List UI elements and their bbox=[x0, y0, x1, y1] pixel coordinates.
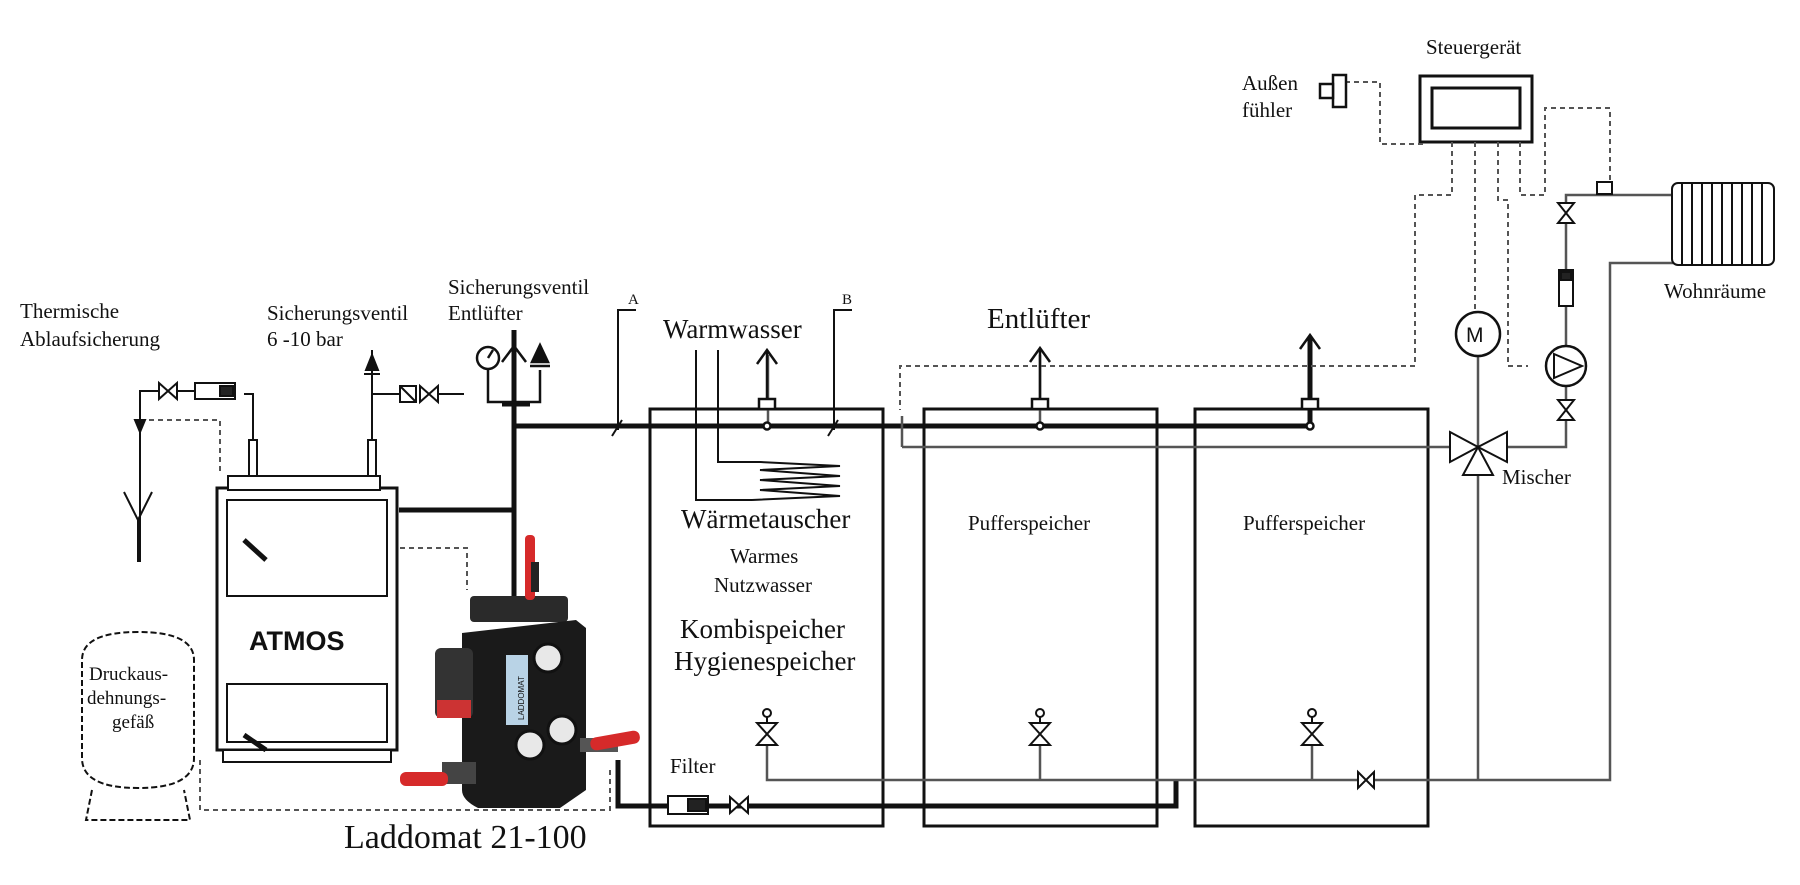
heating-loop-valves bbox=[1555, 181, 1613, 421]
tank-drain-valves bbox=[754, 708, 1375, 791]
drain-funnel-icon bbox=[123, 491, 153, 562]
main-pipes bbox=[399, 330, 1313, 809]
label-entluefter: Entlüfter bbox=[987, 303, 1090, 335]
pump-icon bbox=[1544, 344, 1588, 388]
label-warmes-2: Nutzwasser bbox=[714, 573, 812, 597]
drain-valve-icon bbox=[754, 708, 780, 746]
controller bbox=[1418, 74, 1534, 144]
laddomat-unit: LADDOMAT bbox=[400, 535, 640, 808]
diagram-labels: Thermische Ablaufsicherung Sicherungsven… bbox=[20, 35, 1766, 856]
svg-text:LADDOMAT: LADDOMAT bbox=[517, 676, 526, 720]
label-sicherungsventil-b-2: Entlüfter bbox=[448, 301, 523, 325]
valve-icon bbox=[158, 380, 178, 402]
label-pipe-a: A bbox=[628, 292, 639, 308]
svg-text:M: M bbox=[1466, 324, 1484, 347]
motor-icon: M bbox=[1454, 310, 1502, 358]
tank-vents bbox=[755, 332, 1322, 431]
label-warmes-1: Warmes bbox=[730, 544, 798, 568]
sensor-icon bbox=[1596, 181, 1613, 195]
label-laddomat: Laddomat 21-100 bbox=[344, 819, 587, 856]
heat-exchanger-coil bbox=[695, 350, 841, 501]
label-sicherungsventil-a-1: Sicherungsventil bbox=[267, 301, 408, 325]
expansion-vessel bbox=[81, 630, 195, 821]
laddomat-badge bbox=[506, 655, 528, 725]
label-waermetauscher: Wärmetauscher bbox=[681, 504, 850, 534]
valve-handle-left bbox=[400, 772, 448, 786]
svg-text:dehnungs-: dehnungs- bbox=[87, 688, 166, 709]
boiler: ATMOS bbox=[215, 475, 399, 763]
label-warmwasser: Warmwasser bbox=[663, 314, 802, 344]
signal-lines bbox=[140, 81, 1611, 811]
svg-text:Druckaus-: Druckaus- bbox=[89, 664, 168, 685]
vent-icon bbox=[1300, 397, 1320, 411]
vent-icon bbox=[1030, 397, 1050, 411]
thermometer-gauge-icon bbox=[532, 642, 564, 674]
valve-icon bbox=[419, 383, 439, 405]
vent-arrow-icon bbox=[755, 347, 779, 365]
vent-arrow-icon bbox=[1028, 345, 1052, 363]
radiator-icon bbox=[1671, 182, 1775, 266]
pipe-markers bbox=[611, 309, 852, 437]
drain-valve-icon bbox=[1299, 708, 1325, 746]
label-pufferspeicher-1: Pufferspeicher bbox=[968, 511, 1090, 535]
label-thermische-1: Thermische bbox=[20, 299, 119, 323]
valve-icon bbox=[1555, 399, 1577, 421]
valve-handle-right bbox=[590, 730, 640, 751]
boiler-top-piping bbox=[123, 350, 464, 562]
svg-text:gefäß: gefäß bbox=[112, 712, 154, 733]
safety-vent-group bbox=[475, 342, 550, 404]
expansion-vessel-label: Druckaus- dehnungs- gefäß bbox=[87, 664, 168, 733]
label-aussen-1: Außen bbox=[1242, 71, 1298, 95]
safety-valve-icon bbox=[530, 342, 550, 364]
label-kombispeicher: Kombispeicher bbox=[680, 614, 845, 644]
label-pipe-b: B bbox=[842, 292, 852, 308]
sensor-icon bbox=[1318, 73, 1348, 109]
label-hygienespeicher: Hygienespeicher bbox=[674, 646, 855, 676]
vent-icon bbox=[757, 397, 777, 411]
label-sicherungsventil-b-1: Sicherungsventil bbox=[448, 275, 589, 299]
label-wohnraeume: Wohnräume bbox=[1664, 279, 1766, 303]
filter-group bbox=[667, 794, 749, 816]
thermometer-gauge-icon bbox=[514, 729, 546, 761]
mixer-valve-icon bbox=[1449, 430, 1508, 476]
label-mischer: Mischer bbox=[1502, 465, 1571, 489]
valve-icon bbox=[1357, 769, 1375, 791]
valve-icon bbox=[729, 794, 749, 816]
controller-display-icon bbox=[1418, 74, 1534, 144]
label-filter: Filter bbox=[670, 754, 716, 778]
label-thermische-2: Ablaufsicherung bbox=[20, 327, 160, 351]
label-sicherungsventil-a-2: 6 -10 bar bbox=[267, 327, 343, 351]
boiler-brand: ATMOS bbox=[249, 626, 345, 656]
drain-valve-icon bbox=[1027, 708, 1053, 746]
vent-arrow-icon bbox=[1298, 332, 1322, 350]
label-aussen-2: fühler bbox=[1242, 98, 1292, 122]
valve-icon bbox=[1555, 202, 1577, 224]
secondary-pipes bbox=[765, 193, 1730, 782]
label-steuergeraet: Steuergerät bbox=[1426, 35, 1521, 59]
thermometer-gauge-icon bbox=[546, 714, 578, 746]
label-pufferspeicher-2: Pufferspeicher bbox=[1243, 511, 1365, 535]
vent-arrow-icon bbox=[501, 343, 527, 363]
